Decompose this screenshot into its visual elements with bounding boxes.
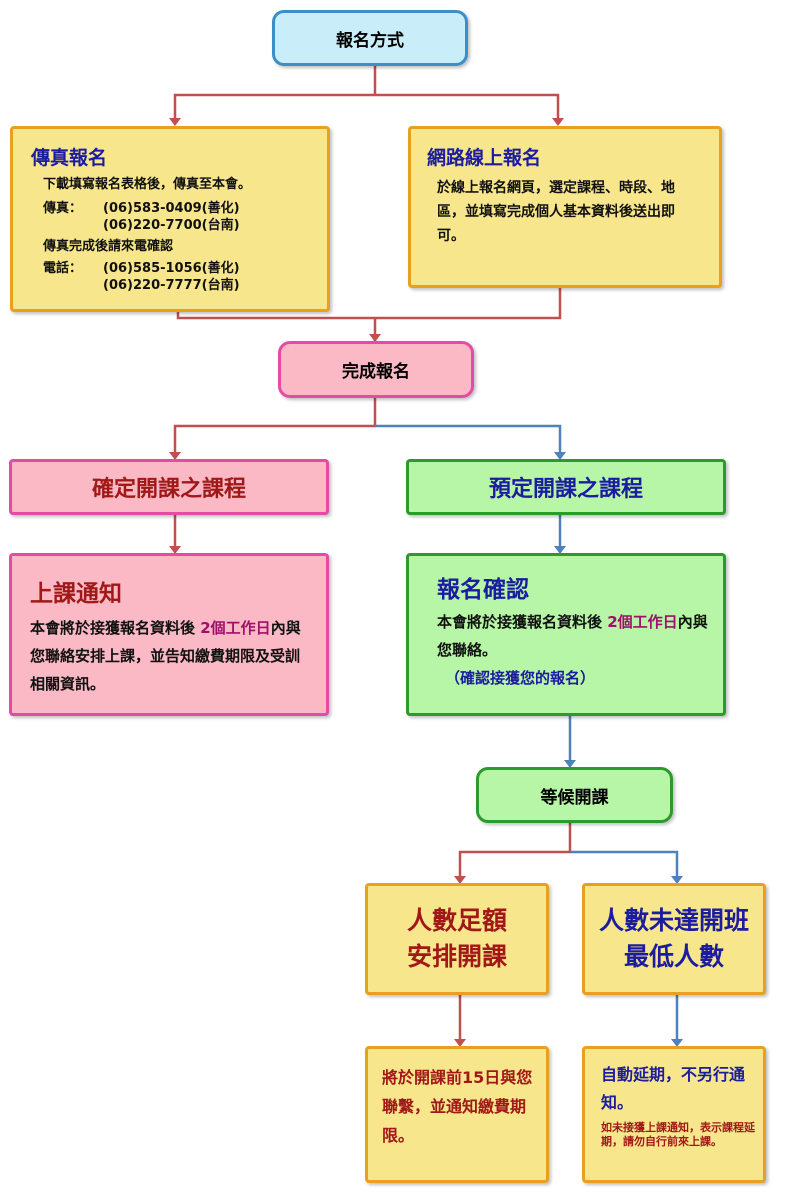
fax-number-2: (06)220-7700(台南) bbox=[103, 218, 240, 233]
class-notice-desc-rest: 內與您聯絡安排上課，並告知繳費期限及受訓相關資訊。 bbox=[30, 619, 301, 693]
arrow-to-enough bbox=[458, 823, 572, 877]
insufficient-enrollment-box: 人數未達開班最低人數 bbox=[582, 883, 766, 995]
registration-complete-label: 完成報名 bbox=[342, 362, 410, 382]
insufficient-detail-text: 自動延期，不另行通知。 bbox=[601, 1065, 746, 1112]
enough-enrollment-box: 人數足額安排開課 bbox=[365, 883, 549, 995]
confirmed-courses-label: 確定開課之課程 bbox=[91, 477, 246, 502]
registration-confirm-days: 2個工作日 bbox=[607, 613, 678, 631]
enough-line-1: 人數足額 bbox=[406, 906, 507, 935]
scheduled-courses-label: 預定開課之課程 bbox=[488, 477, 643, 502]
enough-detail-box: 將於開課前15日與您聯繫，並通知繳費期限。 bbox=[365, 1046, 549, 1183]
fax-registration-box: 傳真報名 下載填寫報名表格後，傳真至本會。 傳真： (06)583-0409(善化… bbox=[10, 126, 330, 312]
registration-method-label: 報名方式 bbox=[336, 30, 404, 51]
enough-line-2: 安排開課 bbox=[406, 942, 507, 971]
fax-title: 傳真報名 bbox=[31, 147, 108, 169]
registration-confirm-box: 報名確認 本會將於接獲報名資料後 2個工作日內與您聯絡。 （確認接獲您的報名） bbox=[406, 553, 726, 716]
awaiting-class-box: 等候開課 bbox=[476, 767, 673, 823]
insufficient-detail-note: 如未接獲上課通知，表示課程延期，請勿自行前來上課。 bbox=[601, 1121, 755, 1148]
class-notice-box: 上課通知 本會將於接獲報名資料後 2個工作日內與您聯絡安排上課，並告知繳費期限及… bbox=[9, 553, 329, 716]
class-notice-desc: 本會將於接獲報名資料後 bbox=[30, 619, 196, 637]
awaiting-class-label: 等候開課 bbox=[540, 787, 609, 808]
tel-label: 電話： bbox=[43, 261, 83, 276]
fax-confirm: 傳真完成後請來電確認 bbox=[43, 239, 174, 254]
enough-detail-text: 將於開課前15日與您聯繫，並通知繳費期限。 bbox=[382, 1068, 533, 1145]
online-title: 網路線上報名 bbox=[427, 147, 542, 169]
arrow-to-notenough bbox=[570, 850, 679, 877]
tel-number-1: (06)585-1056(善化) bbox=[103, 261, 240, 276]
registration-confirm-note: （確認接獲您的報名） bbox=[445, 669, 596, 687]
arrow-to-scheduled bbox=[375, 424, 562, 453]
fax-desc: 下載填寫報名表格後，傳真至本會。 bbox=[43, 177, 252, 192]
class-notice-title: 上課通知 bbox=[30, 581, 122, 607]
fax-number-1: (06)583-0409(善化) bbox=[103, 201, 240, 216]
fax-label: 傳真： bbox=[43, 201, 83, 216]
arrow-to-confirmed bbox=[173, 398, 377, 453]
arrow-top-split bbox=[173, 66, 560, 120]
insufficient-line-1: 人數未達開班 bbox=[598, 906, 749, 935]
insufficient-line-2: 最低人數 bbox=[623, 942, 724, 971]
scheduled-courses-box: 預定開課之課程 bbox=[406, 459, 726, 515]
registration-method-box: 報名方式 bbox=[272, 10, 468, 66]
tel-number-2: (06)220-7777(台南) bbox=[103, 278, 240, 293]
insufficient-detail-box: 自動延期，不另行通知。 如未接獲上課通知，表示課程延期，請勿自行前來上課。 bbox=[582, 1046, 766, 1183]
online-registration-box: 網路線上報名 於線上報名網頁，選定課程、時段、地區，並填寫完成個人基本資料後送出… bbox=[408, 126, 722, 288]
class-notice-days: 2個工作日 bbox=[200, 619, 271, 637]
registration-confirm-title: 報名確認 bbox=[437, 577, 529, 603]
registration-confirm-desc: 本會將於接獲報名資料後 bbox=[437, 613, 603, 631]
online-desc: 於線上報名網頁，選定課程、時段、地區，並填寫完成個人基本資料後送出即可。 bbox=[437, 180, 675, 244]
confirmed-courses-box: 確定開課之課程 bbox=[9, 459, 329, 515]
registration-confirm-desc-rest: 內與您聯絡。 bbox=[437, 613, 708, 659]
registration-complete-box: 完成報名 bbox=[278, 341, 474, 398]
